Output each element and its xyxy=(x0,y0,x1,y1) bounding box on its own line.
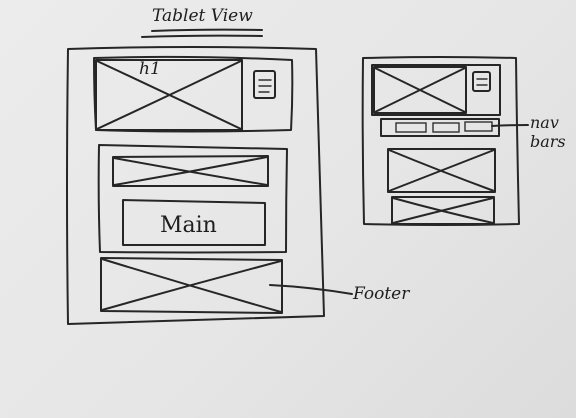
footer-block xyxy=(100,257,353,314)
main-label: Main xyxy=(160,213,217,238)
small-content-block xyxy=(387,148,496,193)
tablet-frame xyxy=(66,46,325,325)
nav-pointer-line xyxy=(491,124,529,127)
nav-bars xyxy=(380,118,529,137)
small-footer-block xyxy=(391,196,495,225)
footer-label: Footer xyxy=(353,284,410,304)
header-image-placeholder xyxy=(95,59,243,131)
nav-label: nav xyxy=(530,113,559,132)
main-container xyxy=(97,144,288,254)
main-image-placeholder xyxy=(112,155,269,187)
small-document-icon xyxy=(472,71,491,92)
nav-item xyxy=(464,121,493,132)
footer-pointer-line xyxy=(269,284,353,295)
small-frame xyxy=(361,56,520,226)
sketch-title: Tablet View xyxy=(152,6,253,26)
h1-label: h1 xyxy=(139,59,161,79)
bars-label: bars xyxy=(530,132,566,151)
title-underline xyxy=(141,28,263,38)
small-header-block xyxy=(371,64,501,116)
nav-item xyxy=(395,122,427,133)
header-block xyxy=(93,55,294,133)
main-content-box xyxy=(122,199,266,246)
document-icon xyxy=(253,70,276,99)
nav-item xyxy=(432,122,460,133)
small-header-image-placeholder xyxy=(373,66,467,114)
